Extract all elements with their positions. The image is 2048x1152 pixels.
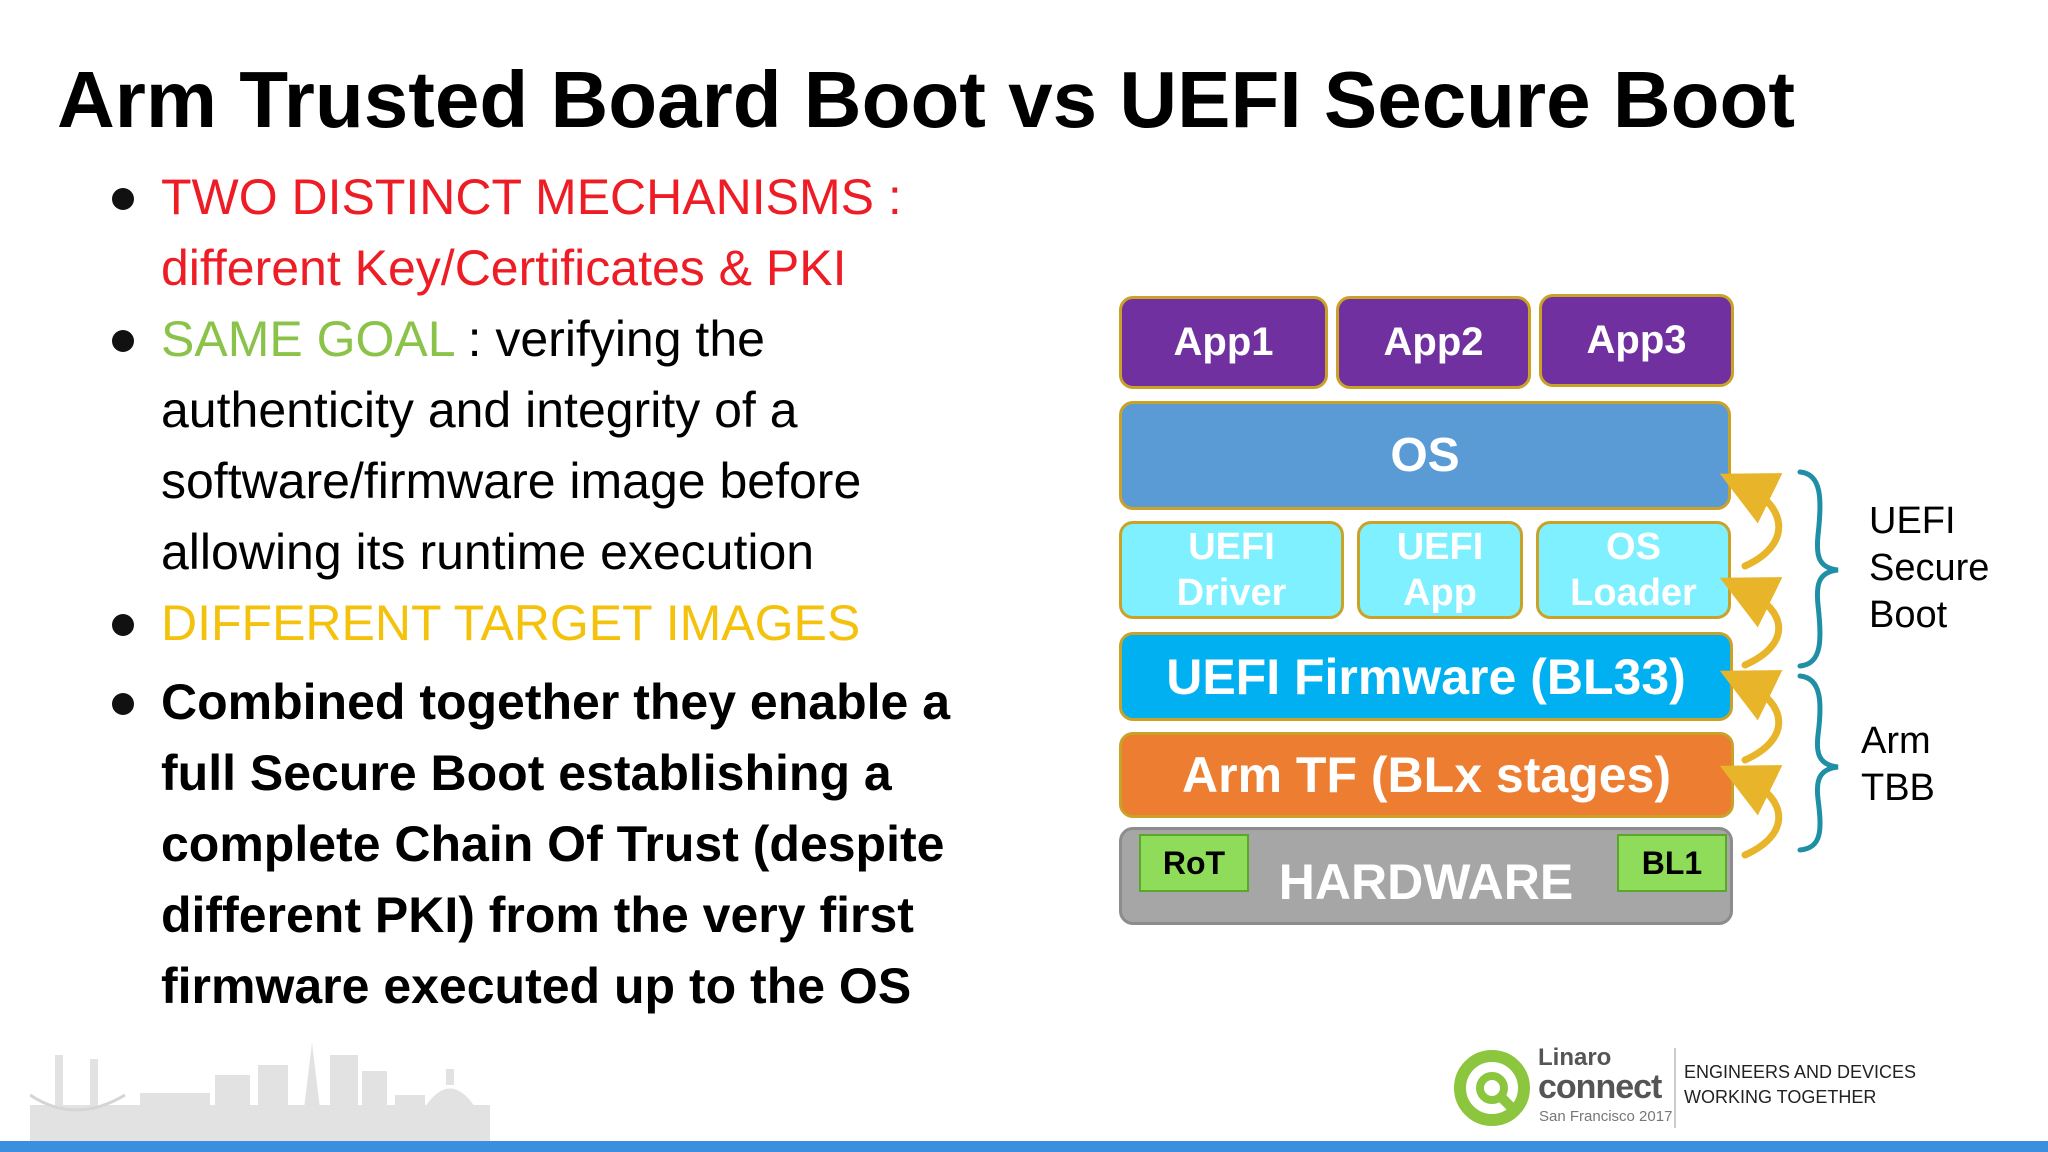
city-skyline-image xyxy=(30,1043,490,1141)
curved-arrow-icon xyxy=(1719,577,1783,669)
curly-brace-icon xyxy=(1797,469,1839,669)
logo-location: San Francisco 2017 xyxy=(1539,1108,1673,1125)
slide-title: Arm Trusted Board Boot vs UEFI Secure Bo… xyxy=(57,55,1796,144)
os-label: OS xyxy=(1390,429,1460,482)
linaro-connect-logo: Linaro connect San Francisco 2017 ENGINE… xyxy=(1452,1042,1916,1134)
logo-brand-top: Linaro xyxy=(1538,1044,1612,1071)
curly-brace-icon xyxy=(1797,673,1839,853)
bullet-distinct-line1: TWO DISTINCT MECHANISMS : xyxy=(161,169,902,225)
curved-arrow-icon xyxy=(1719,473,1783,570)
bullet-dot xyxy=(112,614,134,636)
bullet-dot xyxy=(112,330,134,352)
logo-divider xyxy=(1674,1048,1676,1128)
app2-block: App2 xyxy=(1336,296,1531,389)
hardware-block: HARDWARE RoT BL1 xyxy=(1119,827,1733,925)
linaro-logo-icon xyxy=(1454,1050,1530,1126)
bullet-different-targets: DIFFERENT TARGET IMAGES xyxy=(110,588,1010,659)
app3-block: App3 xyxy=(1539,294,1734,387)
curved-arrow-icon xyxy=(1719,765,1783,859)
bullet-combined-text: Combined together they enable a full Sec… xyxy=(161,674,951,1014)
uefi-firmware-block: UEFI Firmware (BL33) xyxy=(1119,632,1733,721)
uefi-firmware-label: UEFI Firmware (BL33) xyxy=(1166,648,1686,705)
bl1-chip: BL1 xyxy=(1617,834,1727,892)
bullet-distinct-line2: different Key/Certificates & PKI xyxy=(161,240,847,296)
logo-brand-main: connect xyxy=(1538,1068,1662,1106)
bl1-label: BL1 xyxy=(1641,844,1703,881)
bullet-same-goal-text: : verifying the authenticity and integri… xyxy=(161,311,862,580)
app3-label: App3 xyxy=(1586,318,1687,362)
bullet-combined: Combined together they enable a full Sec… xyxy=(110,667,1010,1022)
bullet-same-goal-highlight: SAME GOAL xyxy=(161,311,454,367)
footer-bar xyxy=(0,1141,2048,1152)
os-block: OS xyxy=(1119,401,1731,510)
rot-chip: RoT xyxy=(1139,834,1249,892)
bullet-list: TWO DISTINCT MECHANISMS : different Key/… xyxy=(110,162,1010,1022)
bullet-dot xyxy=(112,188,134,210)
curved-arrow-icon xyxy=(1719,670,1783,764)
rot-label: RoT xyxy=(1162,844,1226,881)
bullet-same-goal: SAME GOAL : verifying the authenticity a… xyxy=(110,304,1010,588)
app2-label: App2 xyxy=(1383,320,1484,364)
bullet-different-targets-text: DIFFERENT TARGET IMAGES xyxy=(161,595,861,651)
bullet-distinct-mechanisms: TWO DISTINCT MECHANISMS : different Key/… xyxy=(110,162,1010,304)
arm-tf-label: Arm TF (BLx stages) xyxy=(1182,747,1671,803)
app1-block: App1 xyxy=(1119,296,1328,389)
arm-tf-block: Arm TF (BLx stages) xyxy=(1119,732,1734,818)
bullet-dot xyxy=(112,693,134,715)
hardware-label: HARDWARE xyxy=(1278,854,1574,910)
app1-label: App1 xyxy=(1173,320,1274,364)
